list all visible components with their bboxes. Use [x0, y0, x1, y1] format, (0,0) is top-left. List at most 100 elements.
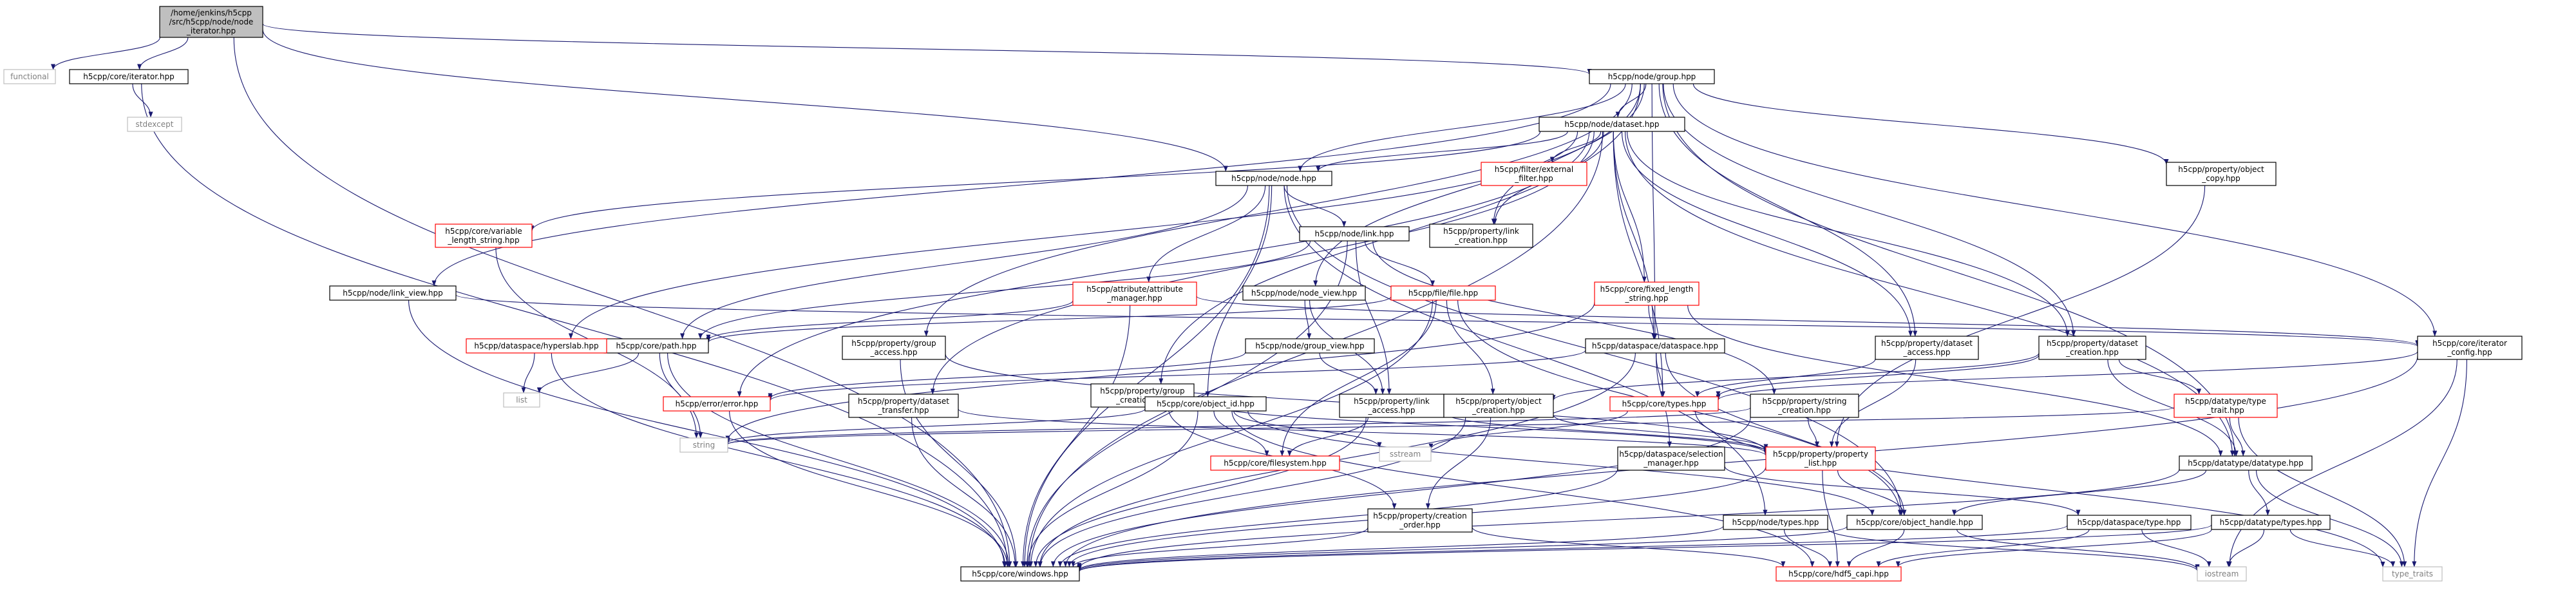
edge-node_node_view-to-node_group_view [1304, 300, 1312, 339]
node-file-file[interactable]: h5cpp/file/file.hpp [1390, 285, 1496, 301]
edge-node_group-to-node_node [1298, 83, 1626, 172]
node-label-node-node-0: h5cpp/node/node.hpp [1231, 174, 1316, 183]
node-core-filesystem[interactable]: h5cpp/core/filesystem.hpp [1210, 455, 1340, 471]
edge-node_group-to-prop_dataset_creation [1663, 83, 2076, 337]
node-core-windows[interactable]: h5cpp/core/windows.hpp [960, 566, 1080, 582]
node-core-path[interactable]: h5cpp/core/path.hpp [603, 338, 709, 354]
node-prop-link-creation[interactable]: h5cpp/property/link_creation.hpp [1429, 224, 1533, 248]
node-ds-type[interactable]: h5cpp/dataspace/type.hpp [2067, 515, 2192, 530]
node-node-link[interactable]: h5cpp/node/link.hpp [1299, 226, 1410, 242]
node-prop-group-access[interactable]: h5cpp/property/group_access.hpp [842, 336, 946, 360]
edge-node_link_view-to-core_iterator_config [455, 294, 2420, 347]
node-root[interactable]: /home/jenkins/h5cpp/src/h5cpp/node/node_… [159, 6, 263, 38]
node-label-core-types-0: h5cpp/core/types.hpp [1622, 399, 1707, 408]
edge-ds_type-to-core_hdf5_capi [1876, 529, 2090, 567]
node-core-iterator-config[interactable]: h5cpp/core/iterator_config.hpp [2417, 336, 2523, 360]
node-type-traits: type_traits [2382, 566, 2443, 582]
node-label-root-1: /src/h5cpp/node/node [169, 17, 254, 26]
node-attr-manager[interactable]: h5cpp/attribute/attribute_manager.hpp [1072, 281, 1197, 306]
edge-root-to-core_windows [233, 37, 1012, 567]
node-box-error-error [663, 396, 771, 412]
node-label-node-link-view-0: h5cpp/node/link_view.hpp [343, 289, 443, 298]
node-node-dataset[interactable]: h5cpp/node/dataset.hpp [1539, 117, 1685, 132]
node-box-node-group-view [1245, 338, 1375, 354]
node-core-variable[interactable]: h5cpp/core/variable_length_string.hpp [435, 224, 533, 248]
node-prop-dataset-creation[interactable]: h5cpp/property/dataset_creation.hpp [2038, 336, 2146, 360]
node-prop-creation-order[interactable]: h5cpp/property/creation_order.hpp [1367, 508, 1473, 533]
node-prop-object-creation[interactable]: h5cpp/property/object_creation.hpp [1443, 394, 1554, 418]
node-label-prop-dataset-transfer-0: h5cpp/property/dataset [858, 397, 949, 406]
node-box-core-iterator [69, 69, 189, 84]
node-prop-dataset-transfer[interactable]: h5cpp/property/dataset_transfer.hpp [848, 394, 959, 418]
node-node-link-view[interactable]: h5cpp/node/link_view.hpp [329, 285, 457, 301]
edge-core_path-to-list [536, 352, 639, 394]
node-ds-selection-manager[interactable]: h5cpp/dataspace/selection_manager.hpp [1617, 446, 1725, 471]
edge-core_fixed-to-ds_dataspace [1648, 305, 1656, 339]
node-prop-string-creation[interactable]: h5cpp/property/string_creation.hpp [1750, 394, 1859, 418]
node-label-functional-0: functional [10, 72, 49, 81]
node-label-node-group-0: h5cpp/node/group.hpp [1608, 72, 1696, 81]
node-core-object-id[interactable]: h5cpp/core/object_id.hpp [1144, 396, 1267, 412]
edge-core_object_handle-to-core_windows [1077, 526, 1848, 571]
node-prop-object-copy[interactable]: h5cpp/property/object_copy.hpp [2166, 162, 2277, 186]
node-dt-type-trait[interactable]: h5cpp/datatype/type_trait.hpp [2174, 394, 2278, 418]
node-prop-property-list[interactable]: h5cpp/property/property_list.hpp [1765, 446, 1876, 471]
edge-core_iterator_config-to-type_traits [2412, 359, 2467, 567]
node-box-node-dataset [1539, 117, 1685, 132]
node-node-group-view[interactable]: h5cpp/node/group_view.hpp [1245, 338, 1375, 354]
node-box-node-node-view [1242, 285, 1366, 301]
node-box-iostream [2197, 566, 2247, 582]
edge-core_iterator_config-to-core_windows [1063, 356, 2418, 567]
edge-dt_type_trait-to-dt_datatype [2229, 417, 2246, 457]
node-ds-hyperslab[interactable]: h5cpp/dataspace/hyperslab.hpp [466, 338, 607, 354]
node-node-node-view[interactable]: h5cpp/node/node_view.hpp [1242, 285, 1366, 301]
node-core-fixed[interactable]: h5cpp/core/fixed_length_string.hpp [1594, 281, 1700, 306]
node-filter-external[interactable]: h5cpp/filter/external_filter.hpp [1481, 162, 1587, 186]
node-label-ds-hyperslab-0: h5cpp/dataspace/hyperslab.hpp [474, 341, 598, 350]
node-sstream: sstream [1379, 446, 1432, 462]
node-label-node-dataset-0: h5cpp/node/dataset.hpp [1564, 120, 1659, 129]
edge-node_group_view-to-prop_link_access [1319, 352, 1378, 395]
node-node-types[interactable]: h5cpp/node/types.hpp [1723, 515, 1828, 530]
edge-node_link-to-core_path [698, 240, 1311, 339]
edge-node_dataset-to-ds_hyperslab [568, 131, 1578, 339]
edge-prop_object_creation-to-core_windows [1037, 417, 1466, 567]
node-ds-dataspace[interactable]: h5cpp/dataspace/dataspace.hpp [1585, 338, 1725, 354]
node-prop-dataset-access[interactable]: h5cpp/property/dataset_access.hpp [1875, 336, 1979, 360]
edge-core_object_handle-to-core_hdf5_capi [1846, 529, 1905, 567]
node-label-ds-selection-manager-1: _manager.hpp [1643, 459, 1699, 468]
node-prop-link-access[interactable]: h5cpp/property/link_access.hpp [1339, 394, 1444, 418]
node-label-dt-datatype-0: h5cpp/datatype/datatype.hpp [2188, 459, 2303, 468]
node-dt-datatype[interactable]: h5cpp/datatype/datatype.hpp [2179, 455, 2313, 471]
node-label-node-group-view-0: h5cpp/node/group_view.hpp [1255, 341, 1364, 350]
node-label-list-0: list [516, 395, 527, 404]
edge-node_link_view-to-core_windows [408, 300, 1007, 567]
node-node-node[interactable]: h5cpp/node/node.hpp [1215, 171, 1332, 186]
node-core-object-handle[interactable]: h5cpp/core/object_handle.hpp [1846, 515, 1983, 530]
node-box-node-group [1589, 69, 1715, 84]
edge-prop_object_creation-to-prop_creation_order [1425, 417, 1492, 509]
edge-prop_dataset_creation-to-prop_object_creation [1551, 352, 2040, 401]
node-error-error[interactable]: h5cpp/error/error.hpp [663, 396, 771, 412]
node-dt-types[interactable]: h5cpp/datatype/types.hpp [2211, 515, 2331, 530]
node-label-ds-dataspace-0: h5cpp/dataspace/dataspace.hpp [1592, 341, 1718, 350]
node-box-dt-datatype [2179, 455, 2313, 471]
node-node-group[interactable]: h5cpp/node/group.hpp [1589, 69, 1715, 84]
node-label-prop-creation-order-0: h5cpp/property/creation [1373, 511, 1467, 520]
node-box-sstream [1379, 446, 1432, 462]
node-core-iterator[interactable]: h5cpp/core/iterator.hpp [69, 69, 189, 84]
node-label-core-iterator-config-1: _config.hpp [2447, 348, 2492, 357]
edge-node_link-to-file_file [1364, 240, 1435, 287]
edge-node_group-to-dt_datatype [1662, 83, 2237, 457]
node-label-core-variable-0: h5cpp/core/variable [445, 227, 522, 236]
edge-prop_dataset_creation-to-core_types [1716, 354, 2040, 397]
node-label-prop-property-list-0: h5cpp/property/property [1773, 450, 1868, 459]
node-box-ds-type [2067, 515, 2192, 530]
node-box-file-file [1390, 285, 1496, 301]
node-label-prop-string-creation-1: _creation.hpp [1777, 406, 1831, 415]
node-label-core-hdf5-capi-0: h5cpp/core/hdf5_capi.hpp [1788, 569, 1889, 578]
node-core-hdf5-capi[interactable]: h5cpp/core/hdf5_capi.hpp [1776, 566, 1902, 582]
edge-prop_dataset_transfer-to-core_windows [911, 417, 1018, 567]
node-core-types[interactable]: h5cpp/core/types.hpp [1609, 396, 1719, 412]
edge-node_link-to-prop_string_creation [1372, 240, 1777, 395]
